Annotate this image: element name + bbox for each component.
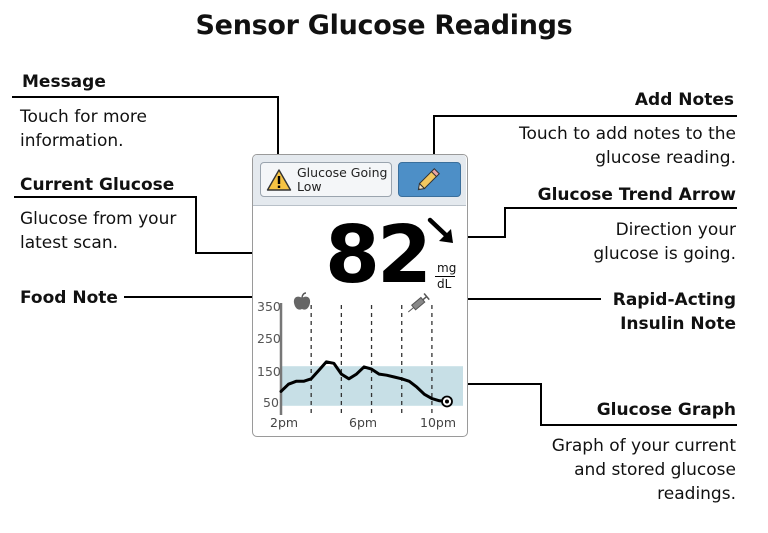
add-notes-callout-description: Touch to add notes to the glucose readin… — [519, 124, 736, 168]
insulin-note-callout-title-2: Insulin Note — [620, 314, 736, 334]
message-text: Glucose Going Low — [297, 165, 388, 194]
glucose-graph — [279, 303, 463, 415]
trend-arrow-callout-description: Direction your glucose is going. — [593, 220, 736, 264]
syringe-icon — [407, 293, 430, 313]
trend-arrow-leader — [462, 207, 737, 238]
y-tick-250: 250 — [257, 331, 281, 346]
add-notes-leader — [433, 115, 737, 168]
page-title: Sensor Glucose Readings — [195, 10, 573, 41]
reader-screen: Glucose Going Low 82 mg dL — [252, 154, 468, 437]
glucose-graph-callout-description: Graph of your current and stored glucose… — [551, 436, 736, 504]
screen-header: Glucose Going Low — [253, 155, 466, 206]
current-reading-marker — [441, 395, 453, 408]
y-tick-350: 350 — [257, 299, 281, 314]
message-callout-description: Touch for more information. — [20, 107, 148, 151]
y-tick-50: 50 — [263, 395, 279, 410]
unit-divider — [435, 276, 455, 277]
x-tick-2pm: 2pm — [270, 415, 299, 430]
add-notes-callout-title: Add Notes — [634, 90, 734, 110]
current-glucose-callout-description: Glucose from your latest scan. — [20, 209, 177, 253]
unit-mg: mg — [437, 261, 457, 275]
message-leader — [12, 96, 279, 178]
current-glucose-value: 82 — [325, 209, 432, 301]
add-notes-button[interactable] — [398, 162, 461, 197]
trend-arrow-callout-title: Glucose Trend Arrow — [537, 185, 736, 205]
glucose-graph-callout-title: Glucose Graph — [596, 400, 736, 420]
x-tick-6pm: 6pm — [349, 415, 378, 430]
x-tick-10pm: 10pm — [420, 415, 457, 430]
warning-triangle-icon — [266, 169, 292, 191]
arrow-down-right-icon — [427, 217, 453, 243]
unit-dl: dL — [437, 277, 452, 291]
glucose-line — [279, 360, 449, 403]
current-glucose-callout-title: Current Glucose — [20, 175, 175, 195]
apple-icon — [293, 292, 311, 310]
insulin-note-callout-title-1: Rapid-Acting — [612, 290, 736, 310]
glucose-graph-leader — [454, 383, 737, 426]
y-tick-150: 150 — [257, 364, 281, 379]
message-callout-title: Message — [22, 72, 106, 92]
food-note-callout-title: Food Note — [20, 288, 118, 308]
message-button[interactable]: Glucose Going Low — [260, 162, 392, 197]
pencil-icon — [417, 168, 440, 191]
